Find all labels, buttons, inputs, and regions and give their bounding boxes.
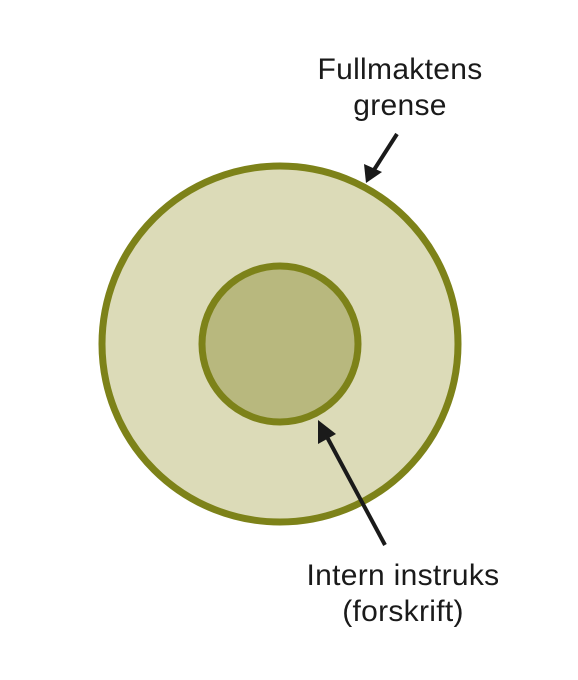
- inner-label-line2: (forskrift): [342, 595, 464, 628]
- outer-boundary-label: Fullmaktens grense: [300, 52, 500, 124]
- inner-circle: [198, 262, 362, 426]
- outer-label-line2: grense: [353, 89, 447, 122]
- outer-label-arrow: [364, 132, 399, 183]
- outer-label-line1: Fullmaktens: [317, 53, 483, 86]
- inner-label-line1: Intern instruks: [306, 559, 500, 592]
- inner-label-arrow: [318, 420, 387, 546]
- inner-instruction-label: Intern instruks (forskrift): [283, 558, 523, 630]
